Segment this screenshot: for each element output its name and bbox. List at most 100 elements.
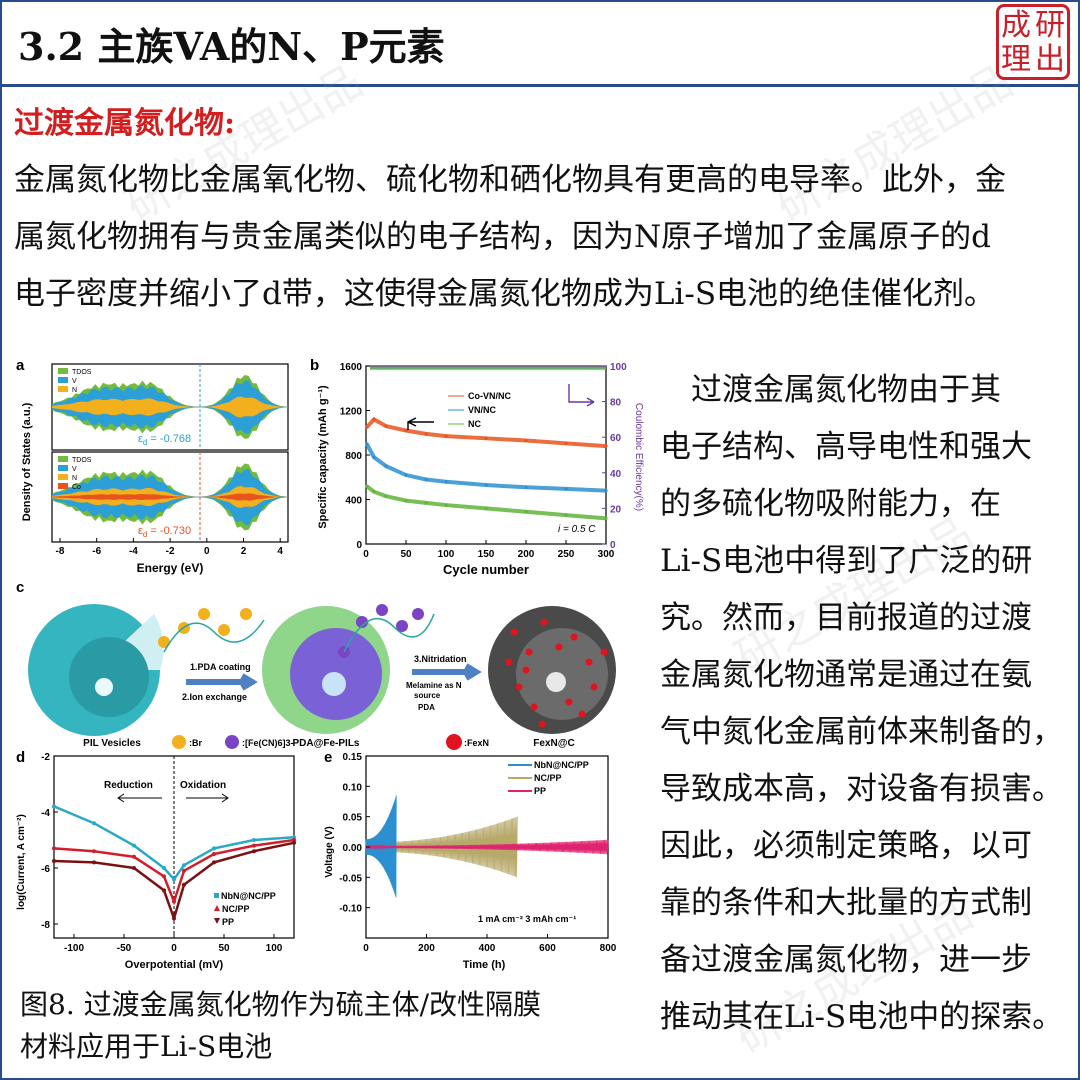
legend-swatch — [58, 483, 68, 489]
ion-particle — [218, 624, 230, 636]
axis-arrow-right — [568, 384, 595, 407]
step-label: source — [414, 691, 441, 700]
ion-particle — [376, 604, 388, 616]
legend-label: V — [72, 466, 77, 473]
data-point — [444, 503, 448, 507]
x-tick-label: 0 — [363, 549, 369, 560]
logo-seal: 成 研 理 出 — [996, 4, 1070, 80]
y-tick-label: 400 — [345, 496, 362, 507]
panel-d-label: d — [16, 749, 25, 766]
y-tick-label: -8 — [41, 920, 50, 931]
legend-label: :FexN — [464, 738, 489, 748]
step-label: 3.Nitridation — [414, 654, 467, 664]
data-point — [292, 838, 296, 842]
legend-label: NC/PP — [222, 904, 250, 914]
legend-label: :Br — [189, 738, 202, 748]
data-point — [132, 843, 136, 848]
y-tick-label: 1200 — [340, 407, 363, 418]
y-tick-label: -6 — [41, 864, 50, 875]
fexn-particle — [540, 618, 548, 626]
data-point — [524, 510, 528, 514]
data-point — [292, 840, 296, 845]
legend-label: TDOS — [72, 369, 92, 376]
fexn-particle — [585, 658, 593, 666]
legend-label: PP — [534, 786, 546, 796]
vesicle-highlight — [95, 678, 113, 696]
fexn-particle — [525, 648, 533, 656]
x-tick-label: 0 — [204, 546, 210, 557]
x-tick-label: -6 — [92, 546, 101, 557]
step-label: 1.PDA coating — [190, 662, 251, 672]
legend-marker — [214, 905, 220, 911]
series-line — [365, 416, 607, 449]
legend-swatch — [58, 386, 68, 392]
y-tick-label: -0.10 — [339, 904, 362, 915]
fexn-particle — [522, 666, 530, 674]
rate-label: i = 0.5 C — [558, 524, 596, 535]
data-point — [564, 513, 568, 517]
panel-e-voltage: e Voltage (V) 0.150.100.050.00-0.05-0.10… — [324, 749, 617, 971]
reduction-label: Reduction — [104, 780, 153, 791]
series-line — [365, 442, 607, 493]
stage-name: PIL Vesicles — [83, 738, 141, 749]
data-point — [604, 516, 608, 521]
fexn-particle — [600, 648, 608, 656]
section-subheading: 过渡金属氮化物: — [14, 106, 236, 141]
current-density-note: 1 mA cm⁻² 3 mAh cm⁻¹ — [478, 914, 576, 924]
y2-tick-label: 60 — [610, 433, 622, 444]
n-area — [52, 396, 288, 418]
y-tick-label: 0.00 — [343, 843, 363, 854]
data-point — [292, 835, 296, 840]
oxidation-arrow — [186, 793, 229, 803]
ferricyanide-icon — [225, 735, 239, 749]
data-point — [172, 916, 176, 921]
fexn-particle — [505, 658, 513, 666]
data-point — [424, 432, 428, 436]
fexn-highlight — [546, 672, 566, 692]
data-point — [384, 464, 388, 468]
y2-tick-label: 80 — [610, 398, 622, 409]
data-point — [404, 499, 408, 503]
x-tick-label: 0 — [171, 943, 177, 954]
intro-paragraph: 金属氮化物比金属氧化物、硫化物和硒化物具有更高的电导率。此外，金 属氮化物拥有与… — [14, 162, 1006, 312]
side-paragraph: 过渡金属氮化物由于其 电子结构、高导电性和强大 的多硫化物吸附能力，在 Li-S… — [660, 372, 1064, 1035]
legend-label: TDOS — [72, 457, 92, 464]
x-tick-label: -2 — [166, 546, 175, 557]
ed-bottom-label: εd = -0.730 — [138, 525, 191, 539]
ed-top-label: εd = -0.768 — [138, 433, 191, 447]
series-line — [365, 484, 607, 521]
x-tick-label: 0 — [363, 943, 369, 954]
x-tick-label: 400 — [479, 943, 496, 954]
fexn-icon — [446, 734, 462, 750]
x-tick-label: 250 — [558, 549, 575, 560]
data-point — [182, 868, 186, 873]
fexn-particle — [515, 683, 523, 691]
legend-label: :[Fe(CN)6]3- — [242, 738, 294, 748]
fexn-particle — [565, 698, 573, 706]
legend-label: N — [72, 475, 77, 482]
voltage-legend: NbN@NC/PP NC/PP PP — [508, 760, 589, 796]
data-point — [162, 888, 166, 893]
fexn-particle — [578, 710, 586, 718]
legend-label: NbN@NC/PP — [534, 760, 589, 770]
fexn-particle — [538, 720, 546, 728]
legend-label: VN/NC — [468, 405, 497, 415]
panel-e-label: e — [324, 749, 332, 766]
data-point — [424, 501, 428, 505]
data-point — [92, 821, 96, 826]
panel-b-cycling: b Specific capacity (mAh g⁻¹) Coulombic … — [310, 357, 644, 577]
data-point — [52, 859, 56, 863]
data-point — [132, 854, 136, 859]
br-icon — [172, 735, 186, 749]
axis-arrow-left — [407, 417, 434, 430]
oxidation-label: Oxidation — [180, 780, 226, 791]
data-point — [484, 506, 488, 510]
data-point — [162, 874, 166, 879]
y-tick-label: -0.05 — [339, 873, 362, 884]
data-point — [524, 485, 528, 489]
data-point — [384, 494, 388, 498]
reduction-arrow — [117, 793, 162, 803]
data-point — [162, 866, 166, 870]
x-tick-label: 800 — [600, 943, 617, 954]
